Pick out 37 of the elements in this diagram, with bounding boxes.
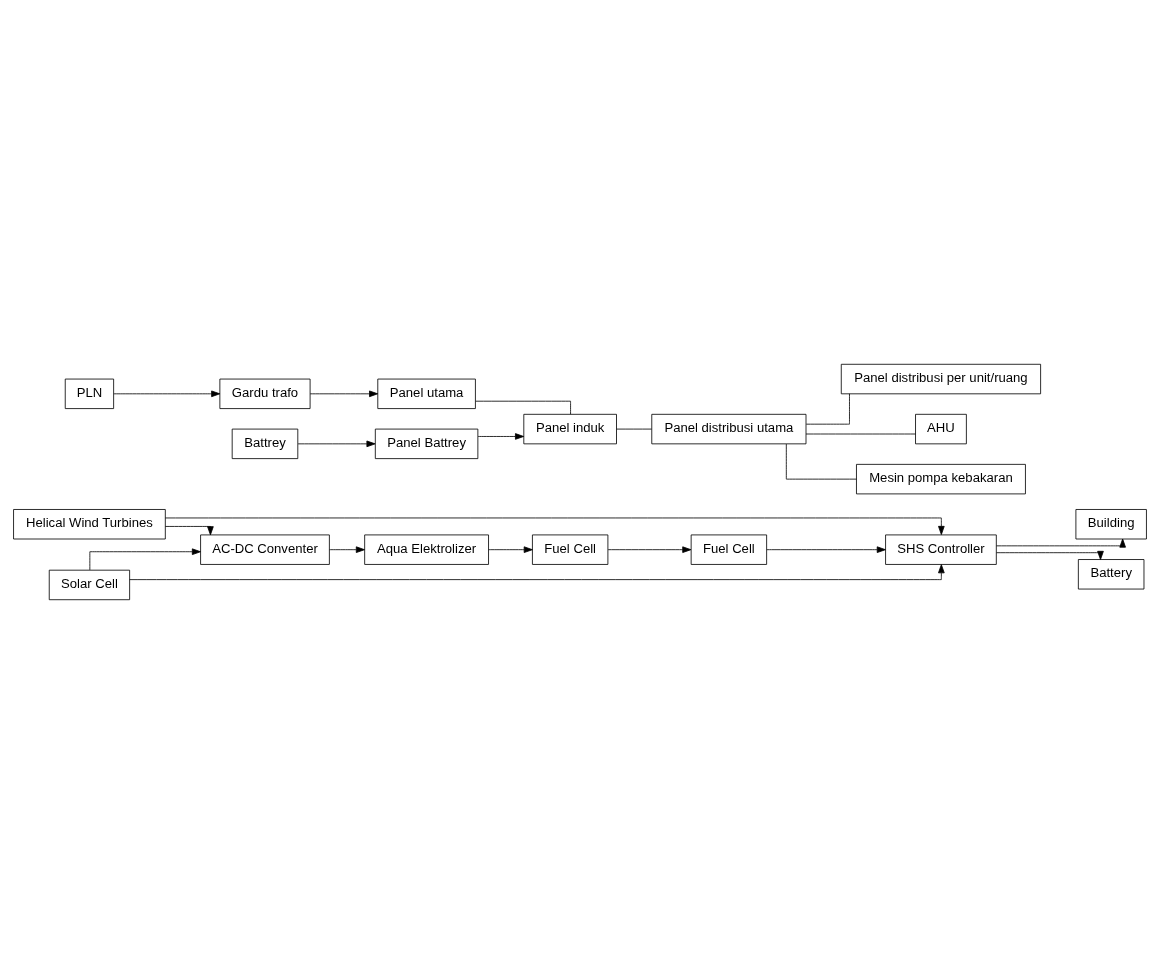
node-box: Gardu trafo (219, 378, 311, 409)
arrow (164, 525, 214, 535)
node-box: Helical Wind Turbines (13, 508, 166, 539)
connector (616, 428, 653, 429)
arrow (607, 545, 692, 553)
arrow (89, 547, 201, 570)
node-box: PLN (64, 378, 115, 409)
arrow (129, 563, 945, 580)
arrow (477, 432, 525, 440)
arrow (996, 538, 1126, 548)
node-box: Solar Cell (48, 569, 131, 600)
arrow (996, 550, 1104, 560)
connector (805, 433, 916, 434)
connector (805, 392, 850, 425)
connector (785, 443, 857, 480)
arrow (297, 440, 376, 447)
node-box: Panel induk (523, 413, 617, 444)
node-box: Panel distribusi utama (651, 413, 807, 444)
node-box: Panel utama (377, 378, 476, 409)
arrow (165, 517, 945, 535)
node-box: Panel distribusi per unit/ruang (840, 363, 1042, 394)
node-box: AC-DC Conventer (200, 534, 330, 565)
node-box: Mesin pompa kebakaran (856, 463, 1026, 494)
node-box: Panel Battrey (374, 428, 479, 459)
arrow (766, 545, 886, 553)
arrow (488, 545, 533, 553)
node-box: Battrey (231, 428, 299, 459)
arrow (329, 545, 365, 553)
node-box: Building (1075, 508, 1147, 539)
node-box: Battery (1077, 558, 1145, 589)
node-box: Aqua Elektrolizer (364, 534, 489, 565)
arrow (113, 390, 221, 397)
node-box: Fuel Cell (532, 534, 609, 565)
node-box: AHU (915, 413, 967, 444)
node-box: SHS Controller (885, 534, 997, 565)
arrow (309, 390, 379, 397)
node-box: Fuel Cell (690, 534, 768, 565)
